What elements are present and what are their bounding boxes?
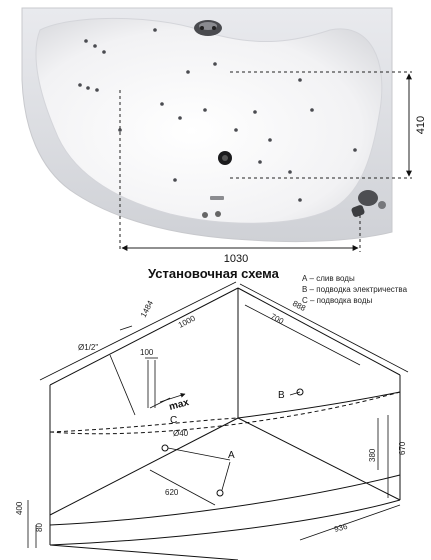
label-c: C: [170, 415, 177, 426]
legend: А – слив воды В – подводка электричества…: [302, 274, 408, 305]
legend-item-a: А – слив воды: [302, 274, 355, 283]
dim-670: 670: [398, 441, 407, 455]
dim-1000: 1000: [177, 313, 197, 329]
air-jets-icon: [202, 196, 224, 218]
dim-max: max: [168, 397, 191, 413]
legend-item-c: С – подводка воды: [302, 296, 372, 305]
faucet-icon: [194, 20, 222, 36]
dim-width-label: 1030: [224, 253, 248, 265]
power-point: [296, 388, 304, 396]
dim-pipe: Ø1/2": [78, 343, 98, 352]
drain-point-1: [161, 444, 169, 452]
dim-depth-label: 410: [415, 116, 427, 134]
label-a: A: [228, 450, 235, 461]
dim-620: 620: [165, 488, 179, 497]
label-b: B: [278, 390, 285, 401]
massage-jets: [78, 28, 357, 202]
dim-40: Ø40: [173, 429, 189, 438]
installation-box: [49, 287, 401, 560]
dim-936: 936: [333, 522, 349, 534]
bathtub-photo: 1030 410: [21, 7, 427, 265]
dim-380: 380: [368, 448, 377, 462]
dim-1484: 1484: [139, 299, 156, 319]
dim-400: 400: [15, 501, 24, 515]
scheme-title: Установочная схема: [148, 266, 280, 281]
legend-item-b: В – подводка электричества: [302, 285, 408, 294]
drain-point-2: [216, 489, 224, 497]
dim-700: 700: [269, 312, 285, 326]
control-panel-icon: [351, 190, 386, 217]
dim-100: 100: [140, 348, 154, 357]
dim-80: 80: [35, 523, 44, 532]
